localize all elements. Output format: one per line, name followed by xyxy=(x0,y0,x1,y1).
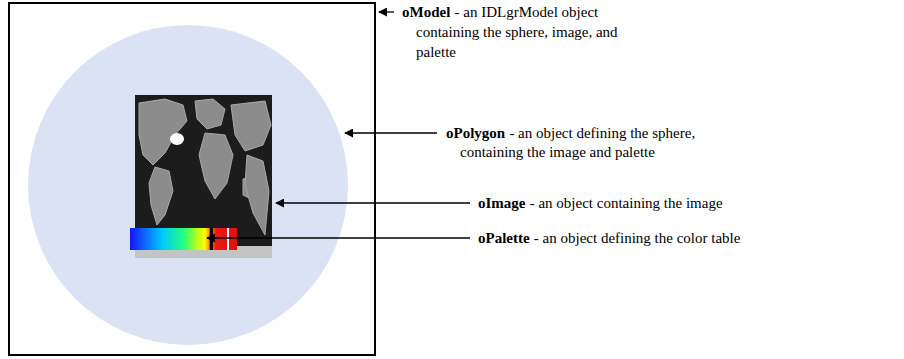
callout-text: oImage- an object containing the image xyxy=(478,193,723,213)
leader-line xyxy=(207,237,470,238)
continent xyxy=(139,99,187,165)
object-name: oImage xyxy=(478,195,526,211)
color-palette: oPalette- an object defining the color t… xyxy=(130,228,237,250)
callout-text: oPolygon- an object defining the sphere,… xyxy=(446,124,760,162)
continent xyxy=(149,167,173,225)
leader-line xyxy=(345,132,437,133)
sphere-polygon: oPolygon- an object defining the sphere,… xyxy=(28,25,348,345)
callout-text: oPalette- an object defining the color t… xyxy=(478,228,740,248)
object-name: oModel xyxy=(402,4,450,20)
leader-line xyxy=(379,11,394,12)
model-frame: oModel- an IDLgrModel object containing … xyxy=(8,2,376,356)
object-name: oPalette xyxy=(478,230,530,246)
object-name: oPolygon xyxy=(446,125,505,141)
frame-border xyxy=(9,3,375,355)
continent xyxy=(231,101,271,151)
continent xyxy=(199,133,233,199)
continent xyxy=(195,99,225,129)
object-description: - an object defining the color table xyxy=(534,230,741,246)
world-image: oImage- an object containing the imageoP… xyxy=(135,95,272,258)
leader-line xyxy=(276,202,470,203)
ice-spot xyxy=(170,133,184,145)
callout-text: oModel- an IDLgrModel object containing … xyxy=(402,2,661,62)
palette-bar xyxy=(130,228,237,250)
color-palette xyxy=(130,228,237,250)
object-description: - an object containing the image xyxy=(530,195,723,211)
continent xyxy=(245,155,269,235)
sphere-disc xyxy=(28,25,348,345)
palette-gap xyxy=(227,228,229,250)
